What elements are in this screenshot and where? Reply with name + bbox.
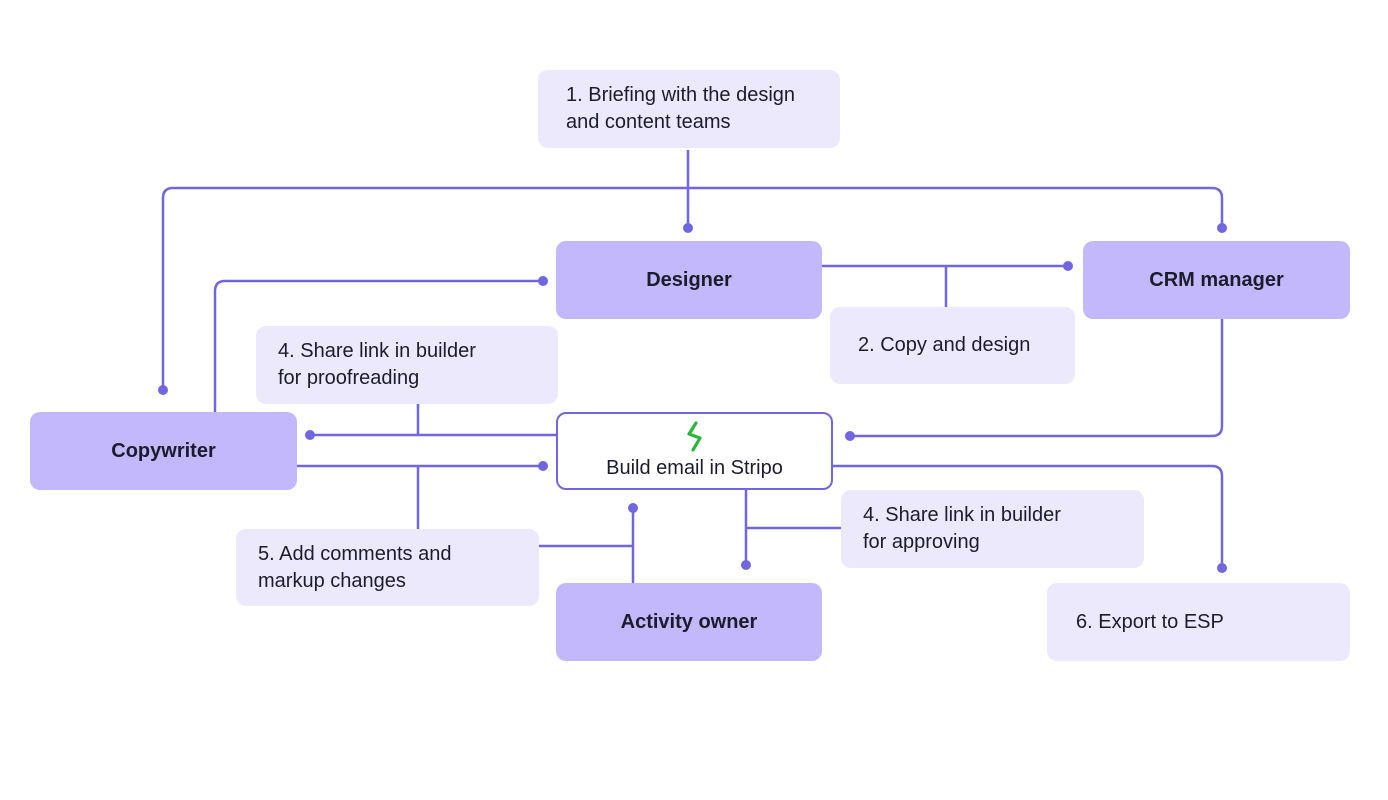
step-share-proofreading-label: 4. Share link in builder for proofreadin…	[278, 340, 476, 389]
role-activity-owner: Activity owner	[556, 583, 822, 661]
stripo-logo-icon	[686, 420, 702, 452]
step-briefing-label: 1. Briefing with the design and content …	[566, 84, 796, 133]
step-export: 6. Export to ESP	[1047, 583, 1350, 661]
connector-paths	[161, 150, 1224, 583]
step-copy-design-label: 2. Copy and design	[858, 334, 1031, 356]
role-copywriter-label: Copywriter	[111, 439, 216, 462]
role-activity-owner-label: Activity owner	[620, 610, 758, 633]
step-copy-design: 2. Copy and design	[830, 307, 1075, 384]
role-copywriter: Copywriter	[30, 412, 297, 490]
step-add-comments: 5. Add comments and markup changes	[236, 529, 539, 606]
role-crm-manager: CRM manager	[1083, 241, 1350, 319]
endpoint-dot	[741, 560, 751, 570]
step-share-approving-label: 4. Share link in builder for approving	[863, 504, 1061, 553]
role-crm-manager-label: CRM manager	[1149, 268, 1284, 291]
endpoint-dot	[628, 503, 638, 513]
step-add-comments-label: 5. Add comments and markup changes	[258, 542, 452, 592]
step-export-label: 6. Export to ESP	[1076, 610, 1224, 633]
stripo-logo-mark	[686, 420, 702, 452]
role-designer: Designer	[556, 241, 822, 319]
step-share-approving: 4. Share link in builder for approving	[841, 490, 1144, 568]
build-email-label: Build email in Stripo	[606, 456, 783, 479]
role-designer-label: Designer	[646, 268, 732, 291]
endpoint-dot	[845, 431, 855, 441]
endpoint-dot	[1063, 261, 1073, 271]
endpoint-dot	[538, 276, 548, 286]
connector-crm-center	[850, 319, 1224, 438]
step-share-proofreading: 4. Share link in builder for proofreadin…	[256, 326, 558, 404]
connector-copywriter-designer	[213, 279, 543, 412]
connector-endpoints	[158, 223, 1227, 573]
endpoint-dot	[1217, 223, 1227, 233]
step-briefing: 1. Briefing with the design and content …	[538, 70, 840, 148]
endpoint-dot	[1217, 563, 1227, 573]
endpoint-dot	[683, 223, 693, 233]
connector-center-export	[833, 464, 1224, 568]
endpoint-dot	[158, 385, 168, 395]
endpoint-dot	[305, 430, 315, 440]
connector-briefing-bus	[161, 186, 1224, 390]
endpoint-dot	[538, 461, 548, 471]
build-email-box: Build email in Stripo	[556, 412, 833, 490]
